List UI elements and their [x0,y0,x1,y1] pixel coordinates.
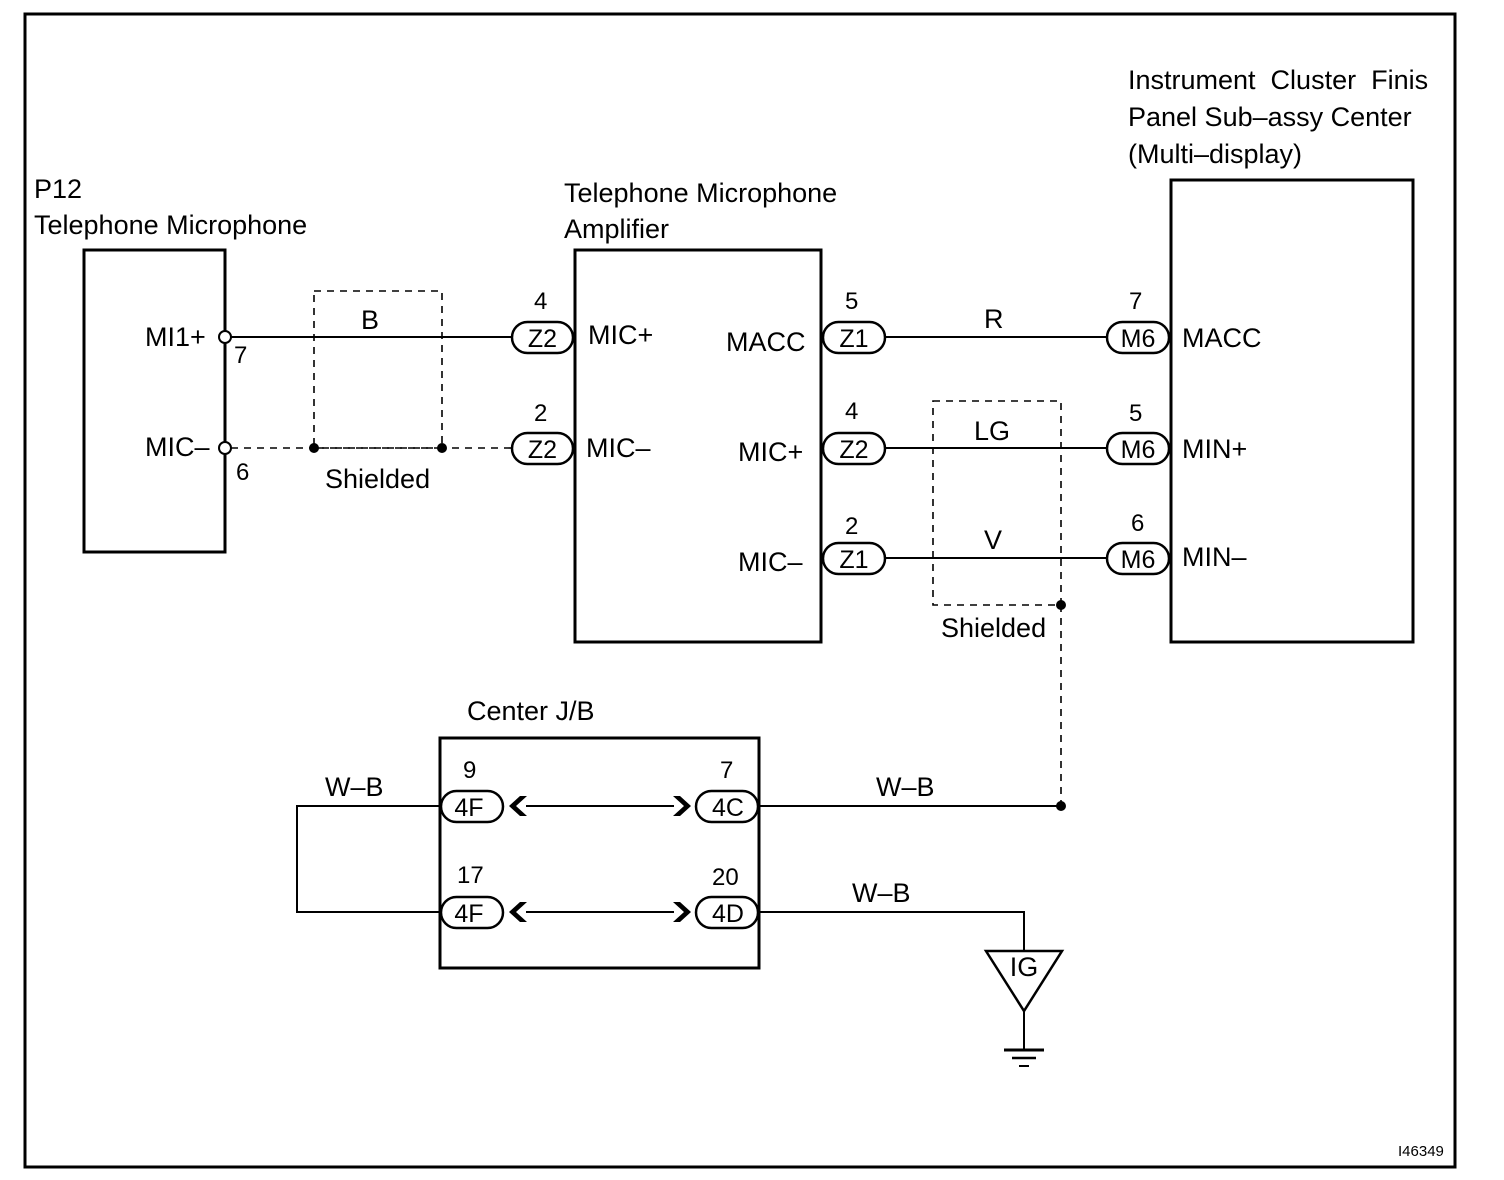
amplifier-name-line1: Telephone Microphone [564,178,837,208]
amplifier-pin-micp-out: MIC+ [738,437,803,467]
jb-chevron-4c [673,796,691,816]
amplifier-pin-4-out: 4 [845,398,858,425]
amplifier-pin-micp-in: MIC+ [588,320,653,350]
display-name-line2: Panel Sub–assy Center [1128,102,1412,132]
connector-z2-b-label: Z2 [528,436,557,464]
microphone-pin-mi1p-label: MI1+ [145,322,206,352]
amplifier-pin-macc: MACC [726,327,806,357]
amplifier-pin-2: 2 [534,400,547,427]
shield-left-label: Shielded [325,464,430,494]
amplifier-pin-4: 4 [534,288,547,315]
junction-block-box [438,736,761,970]
display-pin-6: 6 [1131,510,1144,537]
shield-right-label: Shielded [941,613,1046,643]
wire-color-wb-left: W–B [325,772,384,802]
ground-icon [1004,1048,1044,1067]
connector-m6-b-label: M6 [1121,436,1156,464]
jb-chevron-4f-b [509,902,527,922]
mic-pin-6-terminal [218,441,232,455]
wire-color-r: R [984,304,1004,334]
microphone-pin-7: 7 [234,342,247,369]
wire-color-lg: LG [974,416,1010,446]
wire-color-b: B [361,305,379,335]
connector-4f-b-label: 4F [454,900,483,928]
ground-point-label: IG [1010,952,1039,982]
mic-pin-7-terminal [218,330,232,344]
connector-z2-c-label: Z2 [839,436,868,464]
figure-id: I46349 [1398,1143,1444,1160]
shield-left-node-2 [437,443,447,453]
jb-chevron-4d [673,902,691,922]
jb-pin-9: 9 [463,757,476,784]
ground-point-triangle [983,949,1065,1014]
connector-m6-c [1105,541,1171,576]
diagram-frame [23,12,1457,1169]
amplifier-box [573,248,823,644]
jb-chevron-4f-a [509,796,527,816]
connector-4d-label: 4D [712,900,744,928]
amplifier-name-line2: Amplifier [564,214,669,244]
microphone-name: Telephone Microphone [34,210,307,240]
jb-pin-7: 7 [720,757,733,784]
junction-block-name: Center J/B [467,696,595,726]
connector-4c-label: 4C [712,794,744,822]
amplifier-pin-micm-out: MIC– [738,547,803,577]
amplifier-pin-micm-in: MIC– [586,433,651,463]
connector-m6-c-label: M6 [1121,546,1156,574]
wire-color-wb-4c: W–B [876,772,935,802]
microphone-pin-micm-label: MIC– [145,432,210,462]
connector-m6-a-label: M6 [1121,325,1156,353]
jb-pin-20: 20 [712,864,739,891]
wire-wb-left-loop [296,805,441,913]
connector-z1-b-label: Z1 [839,546,868,574]
display-pin-minp: MIN+ [1182,434,1247,464]
amplifier-pin-2-out: 2 [845,513,858,540]
shield-right [932,400,1062,606]
amplifier-pin-5: 5 [845,288,858,315]
display-pin-5: 5 [1129,400,1142,427]
wire-wb-4d [758,911,1025,951]
microphone-box [82,248,227,554]
microphone-code: P12 [34,174,82,204]
wb-4c-junction [1056,801,1066,811]
display-name-line3: (Multi–display) [1128,139,1302,169]
display-box [1169,178,1415,644]
display-pin-macc: MACC [1182,323,1262,353]
display-pin-minm: MIN– [1182,542,1247,572]
connector-z2-a [510,320,575,355]
jb-pin-17: 17 [457,862,484,889]
shield-left-node-1 [309,443,319,453]
connector-m6-b [1105,431,1171,466]
connector-z2-b [510,431,575,466]
connector-4f-a-label: 4F [454,794,483,822]
display-pin-7: 7 [1129,288,1142,315]
wire-color-wb-4d: W–B [852,878,911,908]
wire-color-v: V [984,525,1002,555]
display-name-line1: Instrument Cluster Finis [1128,65,1428,95]
microphone-pin-6: 6 [236,459,249,486]
connector-m6-a [1105,320,1171,355]
connector-z2-a-label: Z2 [528,325,557,353]
connector-z1-a-label: Z1 [839,325,868,353]
